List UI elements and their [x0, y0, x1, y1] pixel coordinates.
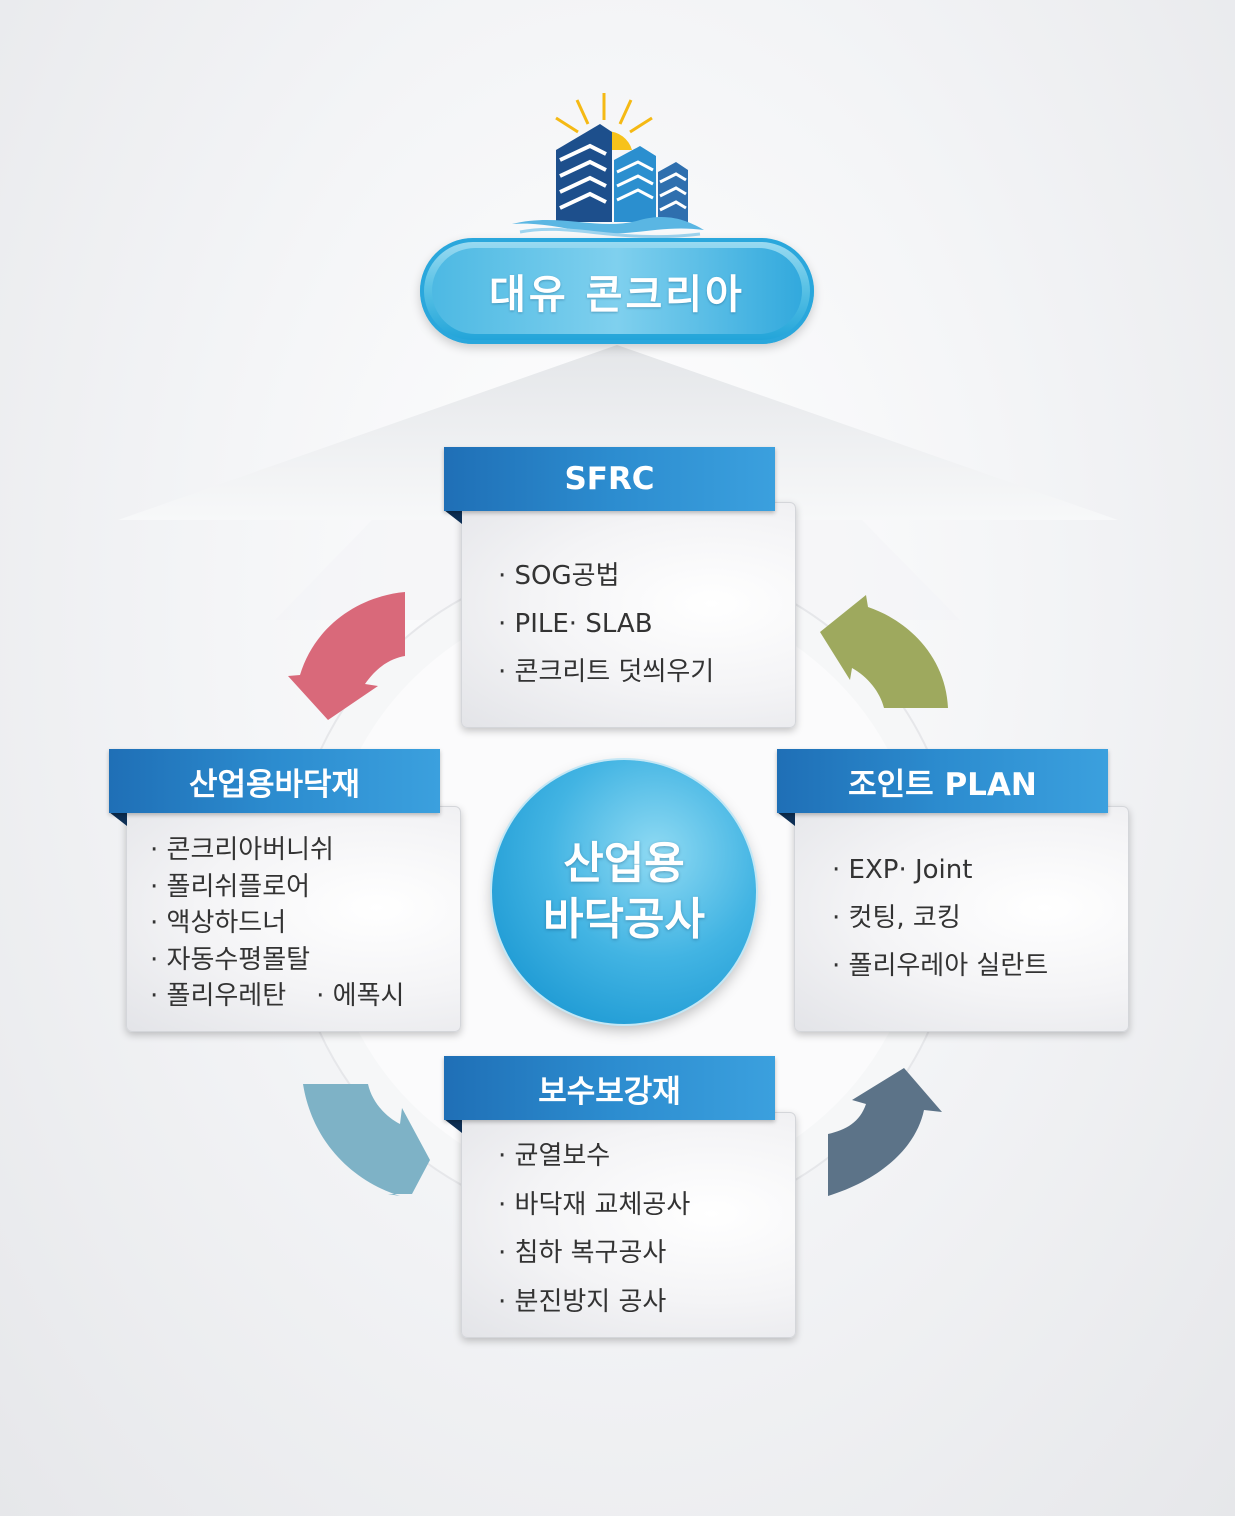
header-industrial-floor-title: 산업용바닥재: [188, 766, 361, 803]
list-item: · 균열보수: [498, 1141, 611, 1171]
list-item: · 분진방지 공사: [498, 1286, 667, 1317]
list-item: · 폴리우레탄 · 에폭시: [150, 978, 404, 1015]
header-industrial-floor: 산업용바닥재: [109, 749, 440, 813]
list-item: · 자동수평몰탈: [150, 944, 311, 975]
list-item-text: · 폴리우레탄: [150, 981, 287, 1011]
card-repair: [461, 1112, 796, 1338]
list-item: · 바닥재 교체공사: [498, 1189, 691, 1220]
brand-title: 대유 콘크리아: [489, 272, 745, 318]
list-sfrc: · SOG공법 · PILE· SLAB · 콘크리트 덧씌우기: [498, 552, 714, 696]
header-repair-title: 보수보강재: [538, 1073, 681, 1110]
list-item: · 침하 복구공사: [498, 1238, 667, 1268]
arrow-top-left: [288, 592, 405, 720]
card-joint-plan: [794, 806, 1129, 1032]
list-item: · PILE· SLAB: [498, 609, 653, 639]
list-joint-plan: · EXP· Joint · 컷팅, 코킹 · 폴리우레아 실란트: [832, 846, 1048, 990]
list-item: · 콘크리트 덧씌우기: [498, 657, 715, 687]
list-item: · EXP· Joint: [832, 855, 973, 885]
header-repair: 보수보강재: [444, 1056, 775, 1120]
list-item-text: · 에폭시: [316, 981, 405, 1011]
list-item: · 폴리쉬플로어: [150, 871, 311, 902]
center-title-line1: 산업용: [563, 838, 685, 889]
header-sfrc: SFRC: [444, 447, 775, 511]
list-repair: · 균열보수 · 바닥재 교체공사 · 침하 복구공사 · 분진방지 공사: [498, 1132, 690, 1326]
center-title-line2: 바닥공사: [543, 894, 705, 945]
header-joint-plan: 조인트 PLAN: [777, 749, 1108, 813]
brand-badge: 대유 콘크리아: [420, 238, 814, 344]
arrow-top-right: [820, 595, 948, 708]
card-industrial-floor: [126, 806, 461, 1032]
list-industrial-floor: · 콘크리아버니쉬 · 폴리쉬플로어 · 액상하드너 · 자동수평몰탈 · 폴리…: [150, 832, 404, 1015]
header-sfrc-title: SFRC: [564, 461, 655, 497]
roof-shape: [118, 345, 1118, 520]
arrow-bottom-left: [303, 1084, 430, 1196]
list-item: · 콘크리아버니쉬: [150, 835, 334, 865]
arrow-bottom-right: [828, 1068, 942, 1196]
list-item: · 액상하드너: [150, 908, 287, 938]
list-item: · 폴리우레아 실란트: [832, 951, 1049, 981]
list-item: · SOG공법: [498, 561, 620, 591]
header-joint-plan-title: 조인트 PLAN: [848, 766, 1037, 803]
list-item: · 컷팅, 코킹: [832, 903, 961, 933]
center-circle: 산업용 바닥공사: [492, 760, 756, 1024]
building-sun-logo: [512, 93, 704, 239]
